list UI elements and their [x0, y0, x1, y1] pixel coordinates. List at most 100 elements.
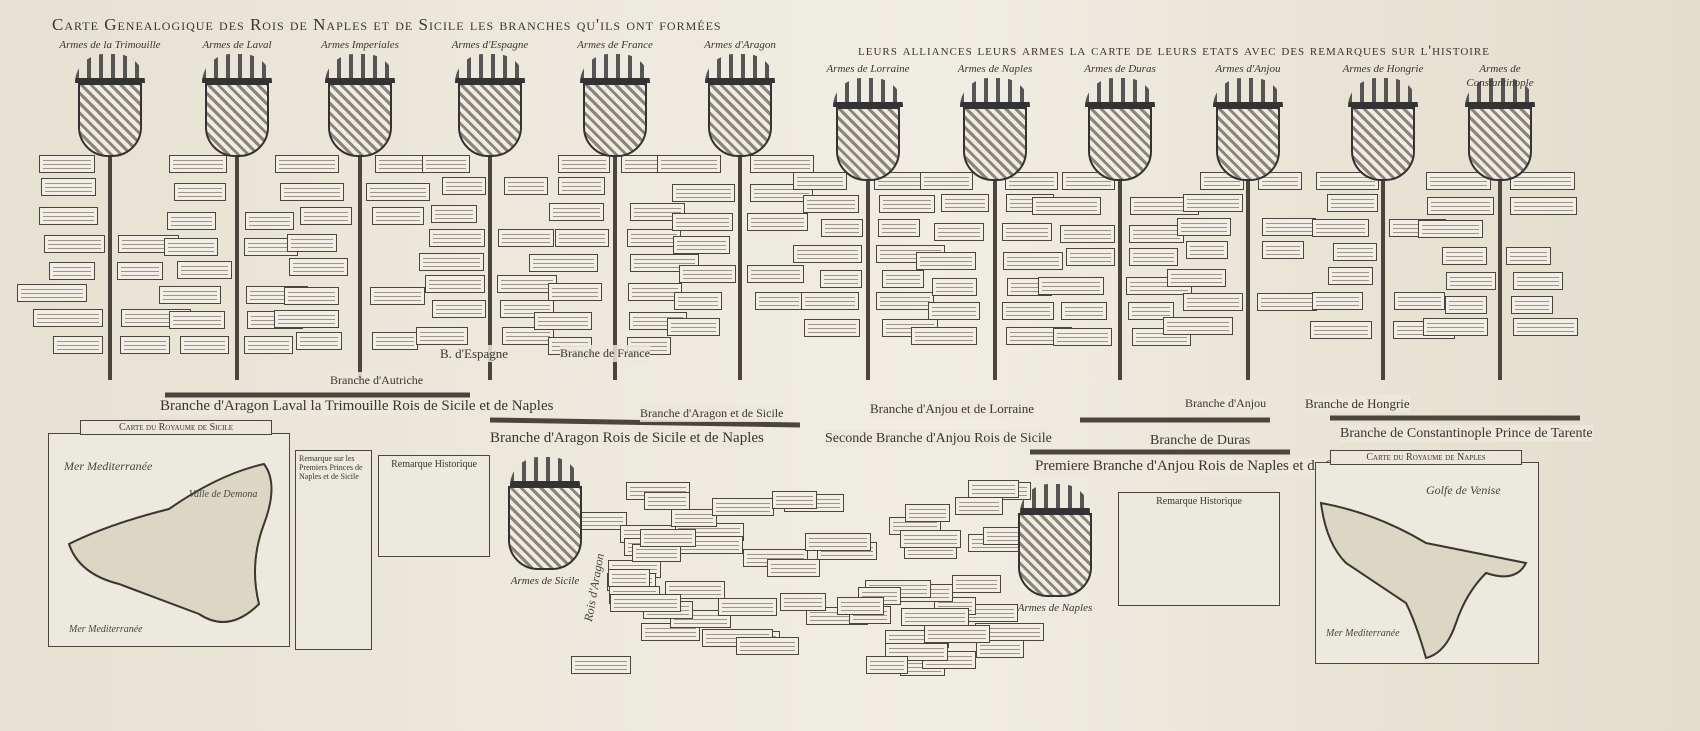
person-box [952, 575, 1001, 593]
naples-sea-label: Mer Mediterranée [1326, 628, 1400, 639]
map-naples: Golfe de Venise Mer Mediterranée [1315, 462, 1539, 664]
person-box [1186, 241, 1228, 259]
person-box [167, 212, 216, 230]
arms-9: Armes d'Anjou [1193, 62, 1303, 181]
person-box [416, 327, 468, 345]
person-box [366, 183, 430, 201]
arms-10: Armes de Hongrie [1328, 62, 1438, 181]
crown-icon [580, 54, 650, 83]
person-box [159, 286, 221, 304]
person-box [866, 656, 908, 674]
person-box [644, 492, 690, 510]
person-box [747, 265, 804, 283]
person-box [1423, 318, 1488, 336]
person-box [1427, 197, 1494, 215]
person-box [672, 213, 733, 231]
person-box [1060, 225, 1115, 243]
person-box [534, 312, 592, 330]
arms-2: Armes Imperiales [305, 38, 415, 157]
crown-icon [1213, 78, 1283, 107]
person-box [442, 177, 486, 195]
person-box [558, 177, 605, 195]
person-box [1128, 302, 1174, 320]
person-box [548, 283, 602, 301]
person-box [1442, 247, 1487, 265]
person-box [164, 238, 218, 256]
person-box [529, 254, 598, 272]
person-box [498, 229, 554, 247]
person-box [49, 262, 95, 280]
crown-icon [833, 78, 903, 107]
title-line-2: leurs alliances leurs armes la carte de … [858, 43, 1490, 59]
person-box [932, 278, 977, 296]
person-box [577, 512, 627, 530]
remark-historique-2-title: Remarque Historique [1156, 496, 1242, 507]
shield-icon [205, 83, 269, 157]
person-box [497, 275, 557, 293]
person-box [1510, 197, 1577, 215]
sicily-sea-label: Mer Mediterranée [64, 459, 153, 473]
person-box [679, 265, 736, 283]
person-box [608, 569, 650, 587]
crown-icon [75, 54, 145, 83]
person-box [640, 529, 696, 547]
person-box [1177, 218, 1231, 236]
branch-label-duras: Branche de Duras [1150, 432, 1251, 449]
person-box [793, 245, 862, 263]
person-box [672, 184, 735, 202]
branch-label-aragon-naples: Branche d'Aragon Rois de Sicile et de Na… [490, 430, 764, 447]
arms-label: Armes de Laval [202, 39, 272, 51]
person-box [431, 205, 477, 223]
map-naples-title: Carte du Royaume de Naples [1330, 450, 1522, 465]
branch-label-anjou-lorraine: Branche d'Anjou et de Lorraine [870, 400, 1035, 417]
person-box [1446, 272, 1496, 290]
person-box [1061, 302, 1107, 320]
person-box [1328, 267, 1373, 285]
sicily-region-label: Valle de Demona [189, 489, 258, 500]
branch-label-premiere-anjou: Premiere Branche d'Anjou Rois de Naples … [1035, 458, 1360, 475]
person-box [1445, 296, 1487, 314]
person-box [718, 598, 777, 616]
person-box [1510, 172, 1575, 190]
crown-icon [1085, 78, 1155, 107]
arms-11: Armes de Constantinople [1445, 62, 1555, 181]
map-sicily: Mer Mediterranée Valle de Demona Mer Med… [48, 433, 290, 647]
arms-label: Armes de Lorraine [826, 63, 910, 75]
arms-sicile-label: Armes de Sicile [510, 575, 580, 587]
person-box [879, 195, 935, 213]
person-box [289, 258, 348, 276]
sicily-outline [67, 462, 273, 623]
person-box [274, 310, 339, 328]
person-box [1129, 225, 1184, 243]
person-box [1257, 293, 1317, 311]
person-box [1262, 218, 1316, 236]
person-box [1506, 247, 1551, 265]
shield-icon [836, 107, 900, 181]
person-box [671, 509, 717, 527]
arms-label: Armes d'Espagne [451, 39, 529, 51]
tree-line [489, 417, 801, 428]
person-box [296, 332, 342, 350]
person-box [712, 498, 774, 516]
person-box [1513, 318, 1578, 336]
person-box [549, 203, 604, 221]
person-box [1003, 252, 1063, 270]
person-box [1258, 172, 1302, 190]
person-box [657, 155, 721, 173]
person-box [502, 327, 554, 345]
arms-6: Armes de Lorraine [813, 62, 923, 181]
person-box [911, 327, 977, 345]
arms-8: Armes de Duras [1065, 62, 1175, 181]
person-box [667, 318, 720, 336]
shield-icon [583, 83, 647, 157]
crown-icon [1020, 484, 1090, 513]
crown-icon [960, 78, 1030, 107]
person-box [627, 229, 681, 247]
crown-icon [1465, 78, 1535, 107]
arms-label: Armes de Naples [957, 63, 1033, 75]
person-box [39, 207, 98, 225]
person-box [1038, 277, 1104, 295]
shield-icon [328, 83, 392, 157]
